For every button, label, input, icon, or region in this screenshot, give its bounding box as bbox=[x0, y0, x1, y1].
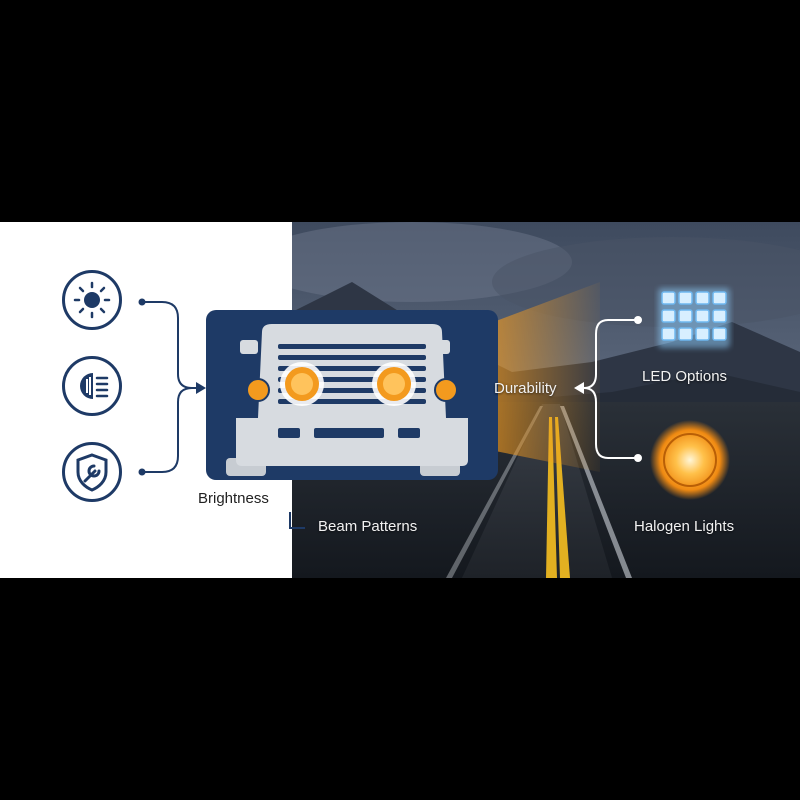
truck-front-card bbox=[206, 310, 498, 480]
brightness-icon-circle bbox=[62, 270, 122, 330]
shield-wrench-icon bbox=[76, 453, 108, 492]
halogen-lights-label: Halogen Lights bbox=[634, 518, 735, 535]
left-connector-lines bbox=[138, 298, 305, 529]
headlight-beam-icon bbox=[80, 373, 109, 399]
infographic-banner: Brightness Beam Patterns Durability LED … bbox=[0, 222, 800, 578]
beam-pattern-icon-circle bbox=[62, 356, 122, 416]
truck-front-icon bbox=[226, 324, 468, 476]
durability-icon-circle bbox=[62, 442, 122, 502]
right-connector-lines bbox=[574, 316, 642, 462]
led-grid-icon bbox=[658, 288, 730, 348]
beam-patterns-label: Beam Patterns bbox=[318, 518, 418, 535]
brightness-label: Brightness bbox=[198, 490, 269, 507]
sun-icon bbox=[73, 281, 111, 319]
halogen-bulb-icon bbox=[650, 420, 730, 500]
led-options-label: LED Options bbox=[642, 368, 728, 385]
durability-label: Durability bbox=[494, 380, 557, 397]
